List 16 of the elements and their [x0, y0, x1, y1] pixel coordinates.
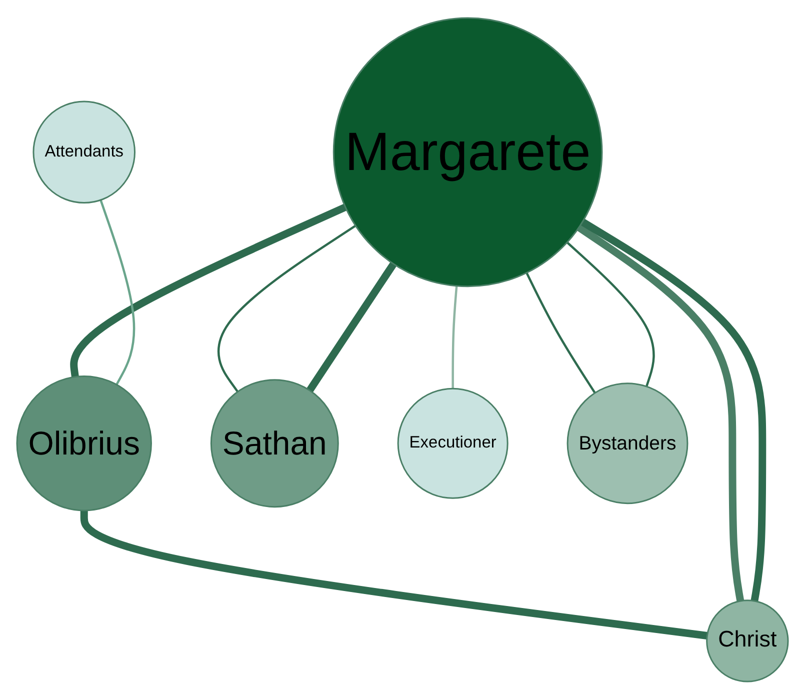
connector [218, 224, 356, 393]
node-circle: Bystanders [566, 382, 688, 504]
connector [80, 510, 708, 640]
connector [576, 224, 744, 602]
node-circle: Margarete [332, 17, 603, 288]
node-circle: Olibrius [16, 376, 152, 512]
connector [580, 218, 766, 602]
node-circle: Attendants [32, 101, 136, 204]
connector [452, 286, 458, 389]
connector [100, 200, 136, 386]
connector [566, 242, 655, 388]
connector [526, 272, 596, 394]
node-circle: Executioner [397, 388, 508, 500]
connector [306, 262, 397, 393]
node-circle: Sathan [210, 379, 339, 508]
node-circle: Christ [706, 600, 789, 683]
